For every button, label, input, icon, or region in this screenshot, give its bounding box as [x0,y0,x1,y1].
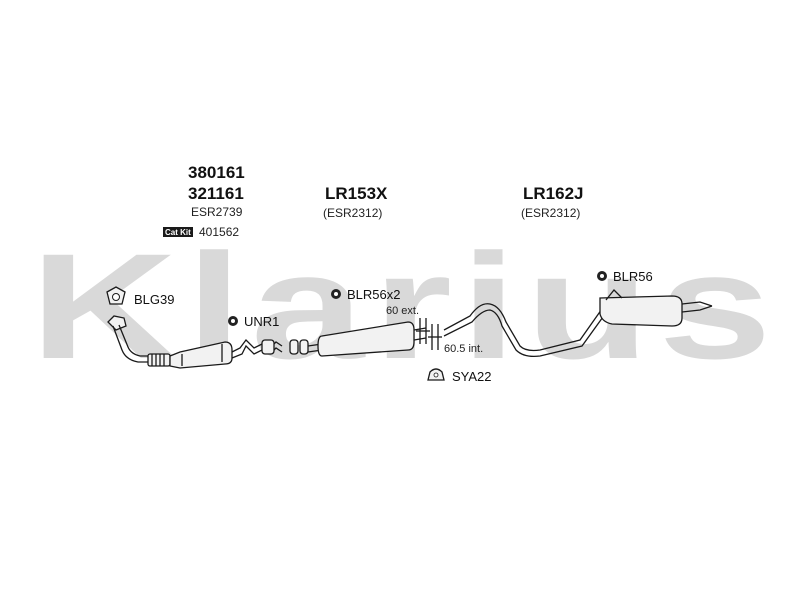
clamp-icon [427,368,445,381]
rear-reference: (ESR2312) [521,206,580,220]
front-reference: ESR2739 [191,205,243,219]
cat-kit-label: Cat Kit [165,228,191,237]
cat-kit-badge: Cat Kit [163,227,193,237]
middle-part-number: LR153X [325,184,388,203]
cat-kit-value: 401562 [199,225,239,239]
gasket-icon [106,286,126,305]
fitting-label-blr56: BLR56 [613,269,653,284]
middle-reference: (ESR2312) [323,206,382,220]
fitting-label-blg39: BLG39 [134,292,174,307]
dimension-markers [416,318,442,350]
rear-pipe [443,303,609,358]
front-downpipe [112,324,148,363]
nut-icon [228,316,238,326]
joint-clamp [289,339,309,355]
front-part-number-b: 321161 [188,184,244,203]
front-part-number-a: 380161 [188,163,245,182]
intermediate-pipe [231,339,283,359]
fitting-label-unr1: UNR1 [244,314,279,329]
flexi-section [147,353,171,367]
fitting-label-blr56x2: BLR56x2 [347,287,400,302]
fitting-label-sya22: SYA22 [452,369,492,384]
rubber-mount-icon [331,289,341,299]
rear-part-number: LR162J [523,184,583,203]
dimension-internal: 60.5 int. [444,343,483,355]
rear-silencer [599,289,713,327]
rubber-mount-icon [597,271,607,281]
dimension-external: 60 ext. [386,305,419,317]
